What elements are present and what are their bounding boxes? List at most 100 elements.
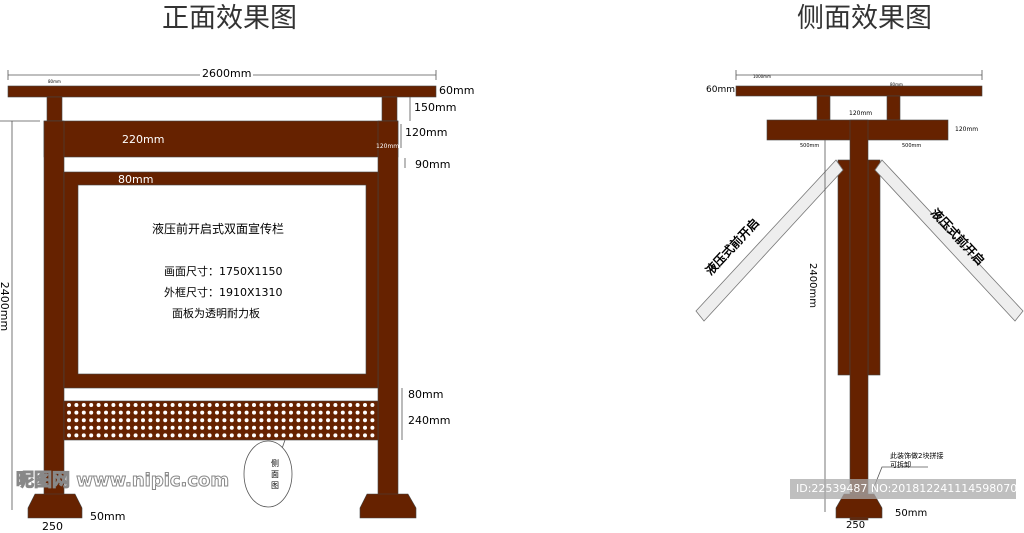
perforation-dot xyxy=(104,425,108,430)
perforation-dot xyxy=(266,433,271,438)
note-line-1: 此装饰做2块拼接 xyxy=(890,452,944,460)
perforation-dot xyxy=(148,403,153,407)
perforation-dot xyxy=(296,433,301,438)
perforation-dot xyxy=(148,410,153,415)
dim-front-gap3: 80mm xyxy=(408,388,444,401)
perforation-dot xyxy=(215,410,219,415)
perforation-dot xyxy=(252,433,256,438)
side-center-post xyxy=(849,119,869,521)
perforation-dot xyxy=(207,418,212,423)
dim-side-tiny: 80mm xyxy=(890,82,903,87)
perforation-dot xyxy=(281,403,286,407)
perforation-dot xyxy=(274,433,279,438)
perforation-dot xyxy=(118,425,123,430)
panel-line-2: 画面尺寸：1750X1150 xyxy=(164,265,283,278)
perforation-dot xyxy=(222,425,227,430)
dim-front-base-w: 250 xyxy=(42,520,63,533)
front-header-beam xyxy=(43,120,399,158)
perforation-dot xyxy=(296,418,301,423)
perforation-dot xyxy=(363,433,367,438)
perforation-dot xyxy=(326,418,330,423)
perforation-dot xyxy=(67,403,71,407)
perforation-dot xyxy=(370,403,375,407)
perforation-dot xyxy=(244,403,249,407)
perforation-dot xyxy=(266,418,271,423)
front-base-right xyxy=(359,493,417,519)
perforation-dot xyxy=(89,418,94,423)
perforation-dot xyxy=(163,418,168,423)
perforation-dot xyxy=(340,433,345,438)
dim-front-gap2: 90mm xyxy=(415,158,451,171)
perforation-dot xyxy=(200,418,205,423)
panel-line-4: 面板为透明耐力板 xyxy=(172,307,260,320)
perforation-dot xyxy=(289,433,293,438)
perforation-dot xyxy=(296,425,301,430)
dim-side-post: 120mm xyxy=(849,110,873,117)
perforation-dot xyxy=(370,418,375,423)
perforation-dot xyxy=(89,425,94,430)
perforation-dot xyxy=(355,418,360,423)
perforation-dot xyxy=(111,403,116,407)
perforation-dot xyxy=(370,410,375,415)
dim-side-left: 500mm xyxy=(800,143,820,149)
perforation-dot xyxy=(229,403,234,407)
perforation-dot xyxy=(170,433,175,438)
perforation-dot xyxy=(289,425,293,430)
perforation-dot xyxy=(274,403,279,407)
perforation-dot xyxy=(311,410,316,415)
perforation-dot xyxy=(340,425,345,430)
front-post-left xyxy=(43,120,65,502)
perforation-dot xyxy=(133,403,138,407)
perforation-dot xyxy=(96,425,101,430)
perforation-dot xyxy=(311,403,316,407)
dim-line-side-width xyxy=(735,70,983,80)
perforation-dot xyxy=(363,403,367,407)
perforation-dot xyxy=(141,433,145,438)
dim-front-top-beam: 60mm xyxy=(439,84,475,97)
perforation-dot xyxy=(311,425,316,430)
perforation-dot xyxy=(141,418,145,423)
watermark-id: ID:22539487 NO:20181224111459807000 xyxy=(796,482,1024,495)
perforation-dot xyxy=(222,433,227,438)
perforation-dot xyxy=(185,425,190,430)
perforation-dot xyxy=(192,433,197,438)
perforation-dot xyxy=(178,425,182,430)
perforation-dot xyxy=(118,410,123,415)
perforation-dot xyxy=(289,410,293,415)
perforation-dot xyxy=(192,403,197,407)
note-line-2: 可拆卸 xyxy=(890,461,911,469)
perforation-dot xyxy=(237,433,242,438)
perforation-dot xyxy=(133,418,138,423)
perforation-dot xyxy=(81,410,86,415)
front-small-post-left xyxy=(46,96,63,122)
perforation-dot xyxy=(355,403,360,407)
perforation-dot xyxy=(363,418,367,423)
perforation-dot xyxy=(192,410,197,415)
perforation-dot xyxy=(318,403,323,407)
perforation-dot xyxy=(74,433,79,438)
perforation-dot xyxy=(207,403,212,407)
front-base-left xyxy=(27,493,83,519)
side-small-post-left xyxy=(816,95,831,121)
perforation-dot xyxy=(318,433,323,438)
perforation-dot xyxy=(348,425,353,430)
perforation-dot xyxy=(340,403,345,407)
perforation-dot xyxy=(237,418,242,423)
dim-front-tiny: 80mm xyxy=(48,79,61,84)
perforation-dot xyxy=(281,425,286,430)
perforation-dot xyxy=(244,433,249,438)
perforation-dot xyxy=(348,418,353,423)
perforation-dot xyxy=(67,433,71,438)
perforation-dot xyxy=(340,410,345,415)
perforation-dot xyxy=(126,425,131,430)
perforation-dot xyxy=(148,418,153,423)
perforation-dot xyxy=(104,403,108,407)
perforation-dot xyxy=(259,403,264,407)
perforation-dot xyxy=(326,425,330,430)
perforation-dot xyxy=(126,418,131,423)
front-display-area xyxy=(77,184,367,375)
perforation-dot xyxy=(326,403,330,407)
perforation-dot xyxy=(333,433,338,438)
perforation-dot xyxy=(200,425,205,430)
callout-text: 侧面图 xyxy=(271,459,279,490)
